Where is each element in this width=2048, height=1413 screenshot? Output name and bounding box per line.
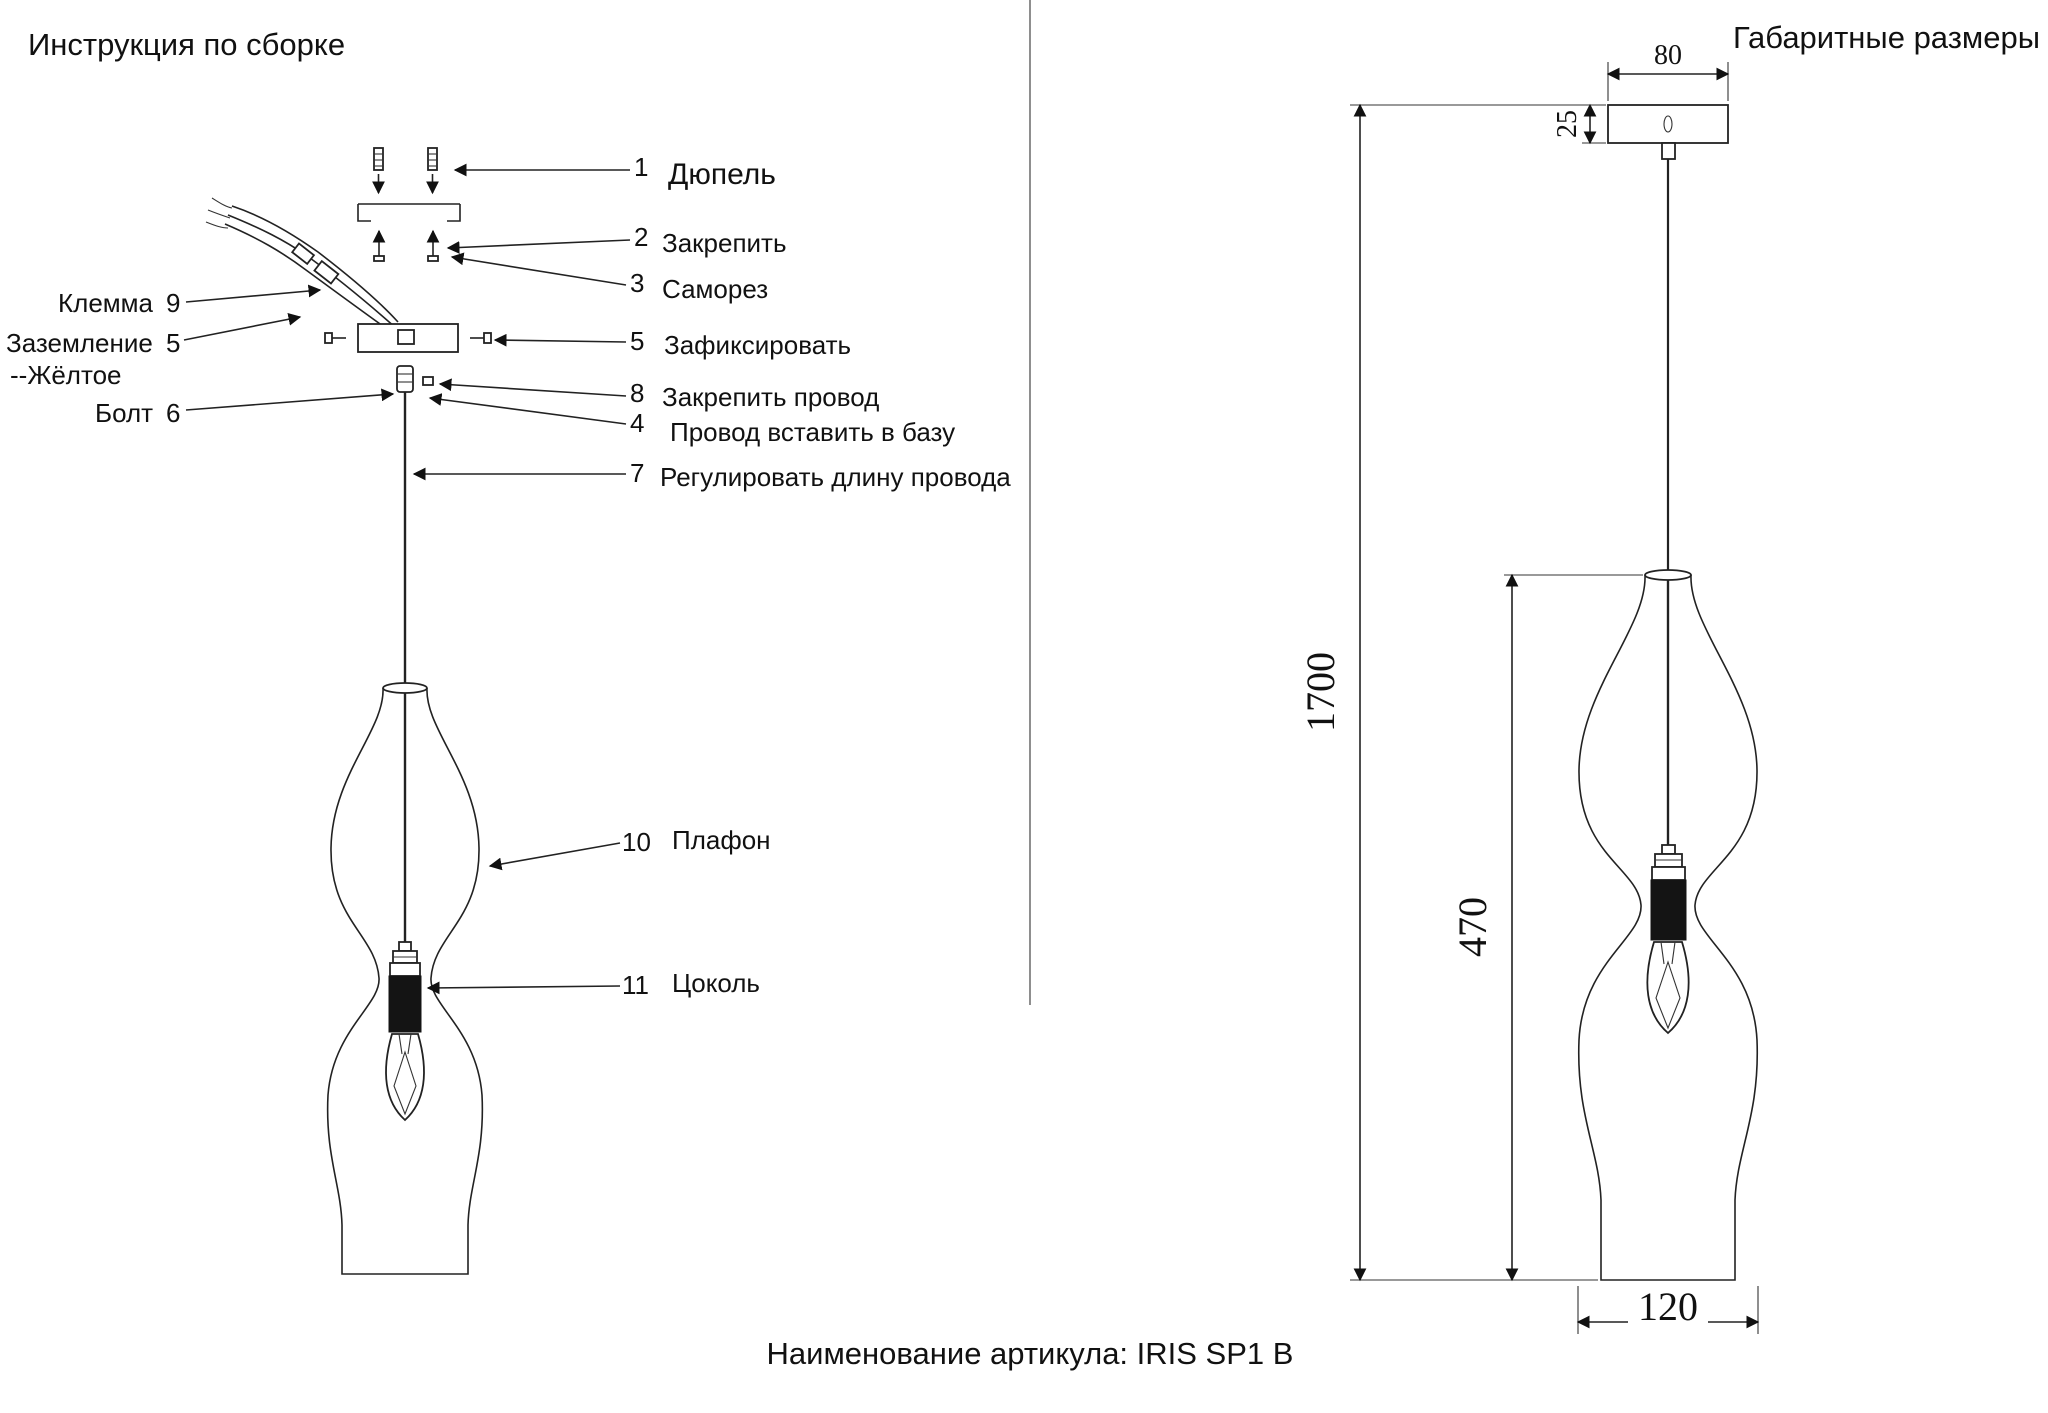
light-bulb [385,1033,425,1122]
dimension-1700: 1700 [1298,103,1604,1282]
dimension-25: 25 [1552,103,1606,145]
callout-5-num: 5 [630,326,644,356]
dimension-120: 120 [1576,1284,1760,1334]
side-screw-icon [483,332,492,344]
callout-1-num: 1 [634,152,648,182]
label-zheltoe: --Жёлтое [10,360,122,390]
dim-80-value: 80 [1654,40,1682,71]
label-zazemlenie-num: 5 [166,328,180,358]
cord-grip [396,365,434,393]
label-bolt: Болт [95,398,153,428]
callout-labels: 1 Дюпель 2 Закрепить 3 Саморез 5 Зафикси… [622,152,1011,1000]
shade-rim [382,682,428,694]
label-klemma-num: 9 [166,288,180,318]
dim-lamp-socket [1650,844,1687,941]
dowel-icon [372,147,385,195]
dim-canopy [1607,104,1729,160]
mounting-bracket [357,203,461,222]
dim-1700-value: 1700 [1298,652,1343,732]
callout-10-label: Плафон [672,825,771,855]
callout-2-label: Закрепить [662,228,787,258]
dim-glass-shade [1577,574,1759,1281]
article-name: Наименование артикула: IRIS SP1 B [767,1336,1294,1371]
dim-light-bulb [1646,941,1690,1035]
left-panel: Инструкция по сборке [6,27,1011,1275]
terminal-block-icon [313,259,340,285]
label-bolt-num: 6 [166,398,180,428]
dim-120-value: 120 [1638,1284,1698,1329]
callout-11-label: Цоколь [672,968,760,998]
label-klemma: Клемма [58,288,154,318]
right-panel-title: Габаритные размеры [1733,20,2040,55]
dim-25-value: 25 [1552,110,1583,138]
dimension-470: 470 [1450,573,1643,1282]
dim-shade-rim [1644,569,1692,581]
label-zazemlenie: Заземление [6,328,153,358]
callout-8-num: 8 [630,378,644,408]
side-labels: Клемма 9 Заземление 5 --Жёлтое Болт 6 [6,288,180,428]
callout-leaders [183,163,631,995]
callout-4-num: 4 [630,408,644,438]
callout-1-label: Дюпель [668,158,776,191]
screw-icon [426,229,440,262]
side-screw-icon [324,332,333,344]
wires [205,197,399,335]
terminal-block-icon [290,242,316,266]
screw-icon [372,229,386,262]
callout-2-num: 2 [634,222,648,252]
callout-7-label: Регулировать длину провода [660,462,1011,492]
dim-470-value: 470 [1450,897,1495,957]
callout-10-num: 10 [622,827,651,857]
callout-7-num: 7 [630,458,644,488]
dimension-80: 80 [1606,40,1730,101]
callout-3-num: 3 [630,268,644,298]
callout-4-label: Провод вставить в базу [670,417,955,447]
callout-8-label: Закрепить провод [662,382,879,412]
left-panel-title: Инструкция по сборке [28,27,345,62]
lamp-socket [388,941,422,1033]
glass-shade [326,687,484,1275]
dowel-icon [426,147,439,195]
callout-3-label: Саморез [662,274,768,304]
callout-11-num: 11 [622,970,649,1000]
ceiling-canopy [324,323,492,353]
right-panel: Габаритные размеры [1298,20,2040,1334]
callout-5-label: Зафиксировать [664,330,851,360]
